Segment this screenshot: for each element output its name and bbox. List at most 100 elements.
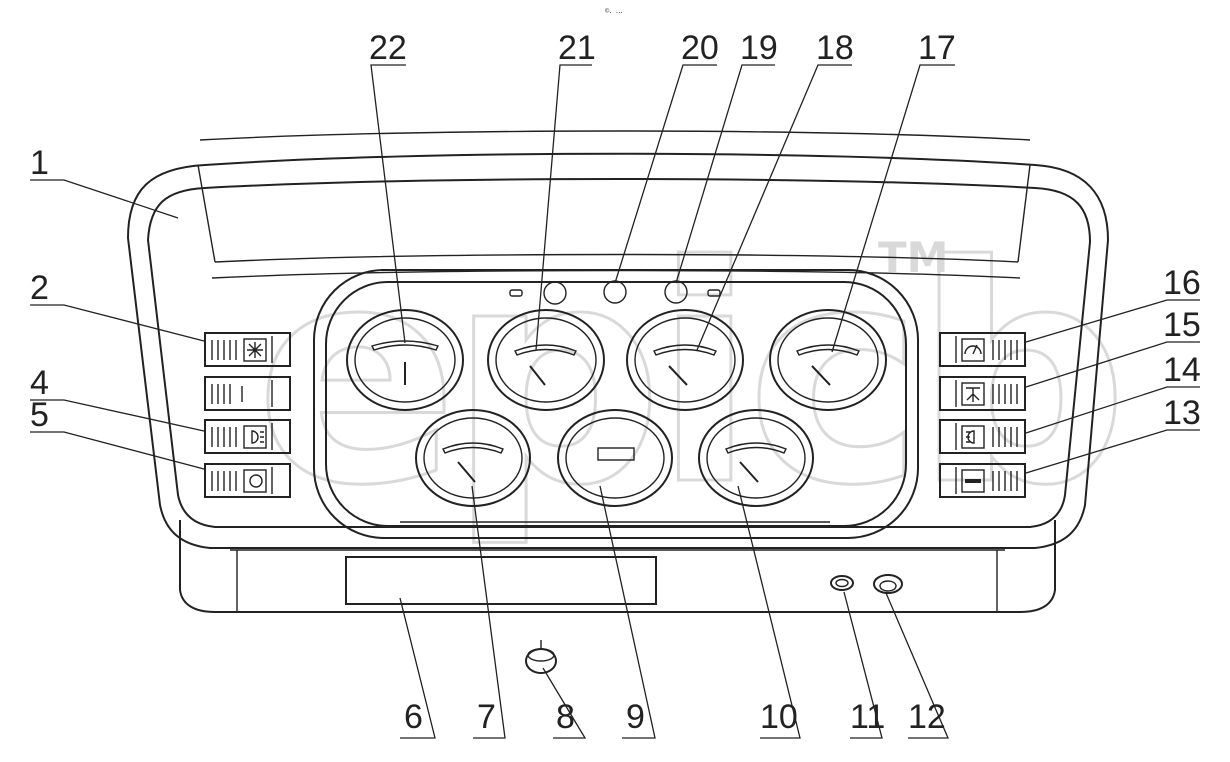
- leader-5: [30, 431, 205, 470]
- gauge-21-face: [495, 317, 597, 403]
- gauge-7: [415, 409, 531, 507]
- leader-17: [831, 64, 955, 353]
- switch-2-grip: [211, 340, 237, 360]
- gauge-7-needle: [457, 461, 476, 483]
- switch-14[interactable]: [939, 419, 1026, 454]
- inner-housing: [146, 178, 1092, 528]
- switch-13[interactable]: [939, 463, 1026, 498]
- switch-5-grip: [211, 471, 237, 491]
- switch-15-frame: [939, 376, 1026, 411]
- hazard-icon: [961, 382, 985, 406]
- switch-3-frame: [204, 376, 291, 411]
- knob-8-top: [527, 648, 555, 662]
- gauge-22-face: [354, 317, 456, 403]
- lamp-icon: [243, 469, 267, 493]
- callout-14: 14: [1163, 351, 1201, 389]
- panel-housing: [126, 130, 1110, 613]
- bezel-inner: [325, 281, 907, 527]
- switch-13-frame: [939, 463, 1026, 498]
- callout-5: 5: [30, 396, 49, 434]
- bezel-outer: [313, 269, 919, 539]
- callout-12: 12: [908, 698, 946, 736]
- switch-16[interactable]: [939, 332, 1026, 367]
- switch-2-frame: [204, 332, 291, 367]
- wiper-icon: [961, 338, 985, 362]
- rear-lamp-icon: [961, 425, 985, 449]
- switch-5-frame: [204, 463, 291, 498]
- switch-3-grip: [211, 384, 243, 404]
- callout-18: 18: [816, 29, 854, 67]
- callout-2: 2: [30, 269, 49, 307]
- leader-11: [843, 591, 883, 739]
- socket-12-outer: [873, 574, 903, 594]
- leader-9: [599, 485, 656, 739]
- leader-14: [1025, 386, 1200, 434]
- gauge-21-needle: [529, 365, 546, 386]
- gauge-22: [346, 309, 464, 411]
- callout-1: 1: [30, 144, 49, 182]
- gauge-17-rim: [769, 309, 887, 411]
- leader-10: [737, 485, 801, 739]
- leader-18: [696, 64, 852, 351]
- leader-8: [542, 667, 587, 739]
- callout-17: 17: [918, 29, 956, 67]
- switch-14-frame: [939, 419, 1026, 454]
- switch-2[interactable]: [204, 332, 291, 367]
- rear-lamp-icon-glyph: [966, 430, 975, 444]
- switch-5[interactable]: [204, 463, 291, 498]
- gauge-17: [769, 309, 887, 411]
- callout-16: 16: [1163, 264, 1201, 302]
- switch-4-grip: [211, 427, 237, 447]
- headlight-icon-glyph: [251, 430, 264, 444]
- fan-icon: [243, 338, 267, 362]
- leader-7: [471, 485, 506, 739]
- callout-6: 6: [404, 698, 423, 736]
- leader-1: [30, 179, 179, 219]
- gauge-7-scale: [442, 442, 504, 454]
- callout-7: 7: [477, 698, 496, 736]
- switch-13-grip: [992, 471, 1018, 491]
- hazard-icon-glyph: [966, 387, 980, 402]
- gauge-21-rim: [487, 309, 605, 411]
- wiper-icon-glyph: [964, 344, 982, 355]
- leader-6: [399, 597, 436, 739]
- hood-edge-left: [197, 164, 216, 263]
- switch-16-frame: [939, 332, 1026, 367]
- leader-4: [30, 399, 205, 432]
- switch-15-grip: [992, 384, 1018, 404]
- socket-12[interactable]: [873, 574, 903, 594]
- fan-icon-glyph: [247, 342, 263, 358]
- socket-11-inner: [835, 578, 849, 588]
- gauge-9: [557, 409, 673, 507]
- right-switch-bank: [939, 332, 1026, 498]
- socket-12-inner: [879, 580, 897, 592]
- leader-16: [1025, 299, 1200, 343]
- knob-8[interactable]: [525, 640, 557, 674]
- callout-13: 13: [1163, 394, 1201, 432]
- gauge-17-needle: [811, 365, 831, 386]
- switch-15[interactable]: [939, 376, 1026, 411]
- switch-14-grip: [992, 427, 1018, 447]
- gauge-9-display: [597, 447, 635, 461]
- leader-20: [614, 64, 717, 284]
- leader-2: [30, 304, 205, 342]
- callout-8: 8: [556, 698, 575, 736]
- switch-4[interactable]: [204, 419, 291, 454]
- socket-11[interactable]: [830, 575, 854, 591]
- hood-edge-right: [1017, 164, 1031, 263]
- gauge-10-rim: [698, 409, 814, 507]
- gauge-18-scale: [653, 344, 717, 356]
- lamp-icon-glyph: [249, 474, 263, 488]
- callout-22: 22: [369, 29, 407, 67]
- gauge-10-needle: [739, 461, 759, 483]
- bar-icon-glyph: [965, 479, 981, 483]
- indicator-left-slot: [509, 289, 523, 297]
- indicator-right-slot: [707, 289, 721, 297]
- leader-19: [675, 64, 775, 284]
- switch-3[interactable]: [204, 376, 291, 411]
- gauge-bezel: [313, 269, 919, 539]
- callout-labels: 1 2 4 5 6 7 8 9 10 11 12 13 14 15 16 17 …: [30, 29, 1201, 736]
- callout-9: 9: [626, 698, 645, 736]
- gauge-18-face: [634, 317, 736, 403]
